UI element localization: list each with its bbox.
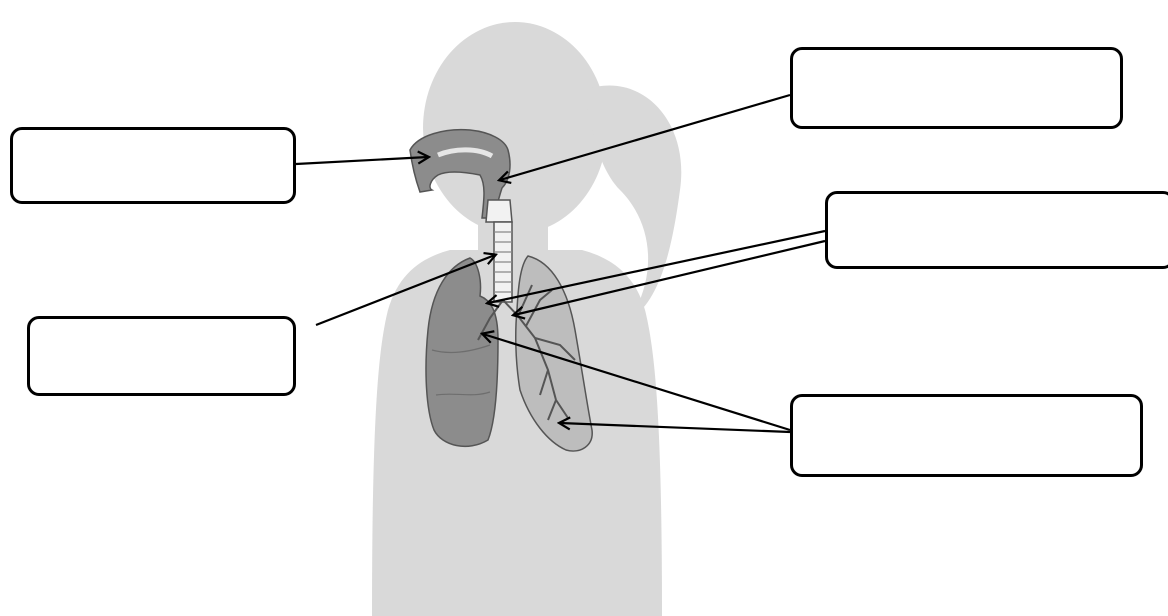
arrow-top-left <box>296 157 428 164</box>
label-box-top-right[interactable] <box>790 47 1123 129</box>
label-box-mid-left[interactable] <box>27 316 296 396</box>
label-box-top-left[interactable] <box>10 127 296 204</box>
label-box-low-right[interactable] <box>790 394 1143 477</box>
label-box-mid-right[interactable] <box>825 191 1168 269</box>
